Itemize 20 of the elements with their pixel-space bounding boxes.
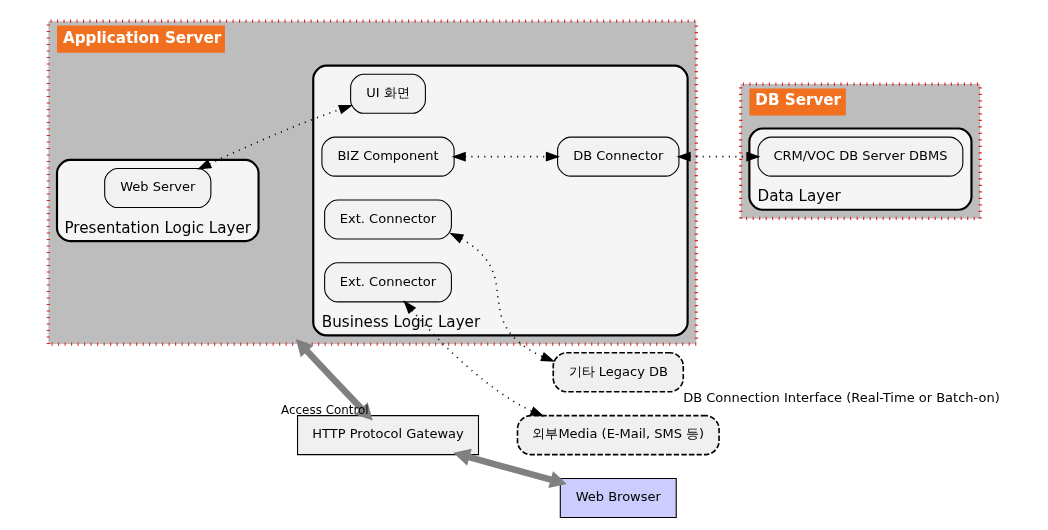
node-box: 기타 Legacy DB [552,351,685,393]
arrow [449,232,556,362]
node-box: HTTP Protocol Gateway [297,415,480,456]
node-box: Web Server [104,168,212,209]
arrow [451,151,560,162]
arrow [403,300,545,417]
node-box: Web Browser [559,477,677,518]
arrow [197,104,353,170]
node-box: CRM/VOC DB Server DBMS [757,136,964,177]
edge-label: Access Control [281,402,369,417]
node-box: Ext. Connector [324,199,452,240]
node-label: DB Connection Interface (Real-Time or Batch-on) [683,390,1000,406]
arrow [295,339,373,421]
arrow [453,448,567,489]
arrow [676,151,761,162]
node-box: 외부Media (E-Mail, SMS 등) [516,414,720,456]
node-box: BIZ Component [321,136,455,177]
node-box: Ext. Connector [324,262,452,303]
node-box: DB Connector [557,136,680,177]
node-box: UI 화면 [350,73,426,114]
